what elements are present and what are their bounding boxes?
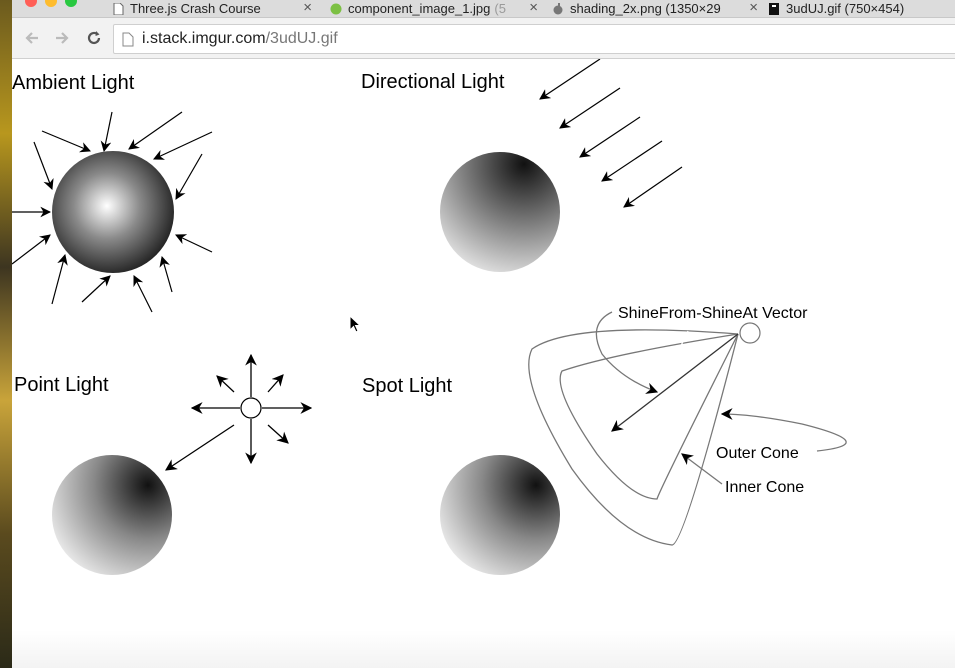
point-light-source [165, 353, 313, 471]
point-light-title: Point Light [14, 374, 109, 396]
inner-cone-label: Inner Cone [725, 479, 804, 496]
spot-cone [528, 311, 847, 546]
close-tab-icon[interactable]: × [749, 0, 758, 16]
tab-title-suffix: (5 [494, 1, 506, 16]
spot-light-source [739, 322, 761, 344]
maximize-window-button[interactable] [65, 0, 77, 7]
tab-title: shading_2x.png (1350×29 [570, 1, 721, 16]
gif-icon [769, 2, 779, 15]
tab-title: Three.js Crash Course [130, 1, 261, 16]
outer-cone-label: Outer Cone [716, 445, 799, 462]
point-sphere [52, 455, 172, 575]
close-window-button[interactable] [25, 0, 37, 7]
page-icon [122, 32, 134, 46]
tab-component-image[interactable]: component_image_1.jpg (5 × [330, 0, 540, 17]
url-host: i.stack.imgur.com [142, 30, 266, 47]
tab-bar: Three.js Crash Course × component_image_… [12, 0, 955, 18]
spot-light-title: Spot Light [362, 375, 453, 397]
back-button[interactable] [20, 26, 44, 50]
ambient-sphere [52, 151, 174, 273]
tab-title: component_image_1.jpg [348, 1, 491, 16]
spot-sphere [440, 455, 560, 575]
ambient-arrows [12, 111, 213, 313]
directional-arrows [539, 59, 683, 208]
desktop-background [0, 0, 12, 668]
close-tab-icon[interactable]: × [529, 0, 538, 16]
reload-button[interactable] [82, 26, 106, 50]
vector-label: ShineFrom-ShineAt Vector [618, 305, 808, 322]
back-arrow-icon [25, 32, 38, 44]
lighting-diagram-image: Ambient Light Directional Light [12, 59, 847, 575]
mouse-cursor-icon [349, 315, 361, 333]
tab-shading-image[interactable]: shading_2x.png (1350×29 × [552, 0, 760, 17]
image-viewer: Ambient Light Directional Light [12, 59, 955, 668]
reload-icon [87, 31, 101, 45]
forward-button[interactable] [50, 26, 74, 50]
image-file-icon [330, 3, 342, 14]
close-tab-icon[interactable]: × [303, 0, 312, 16]
tab-threejs-crash-course[interactable]: Three.js Crash Course × [112, 0, 312, 17]
page-bottom-shade [12, 630, 955, 668]
tab-title: 3udUJ.gif (750×454) [786, 1, 905, 16]
minimize-window-button[interactable] [45, 0, 57, 7]
apple-icon [553, 2, 563, 14]
tab-3udUJ-gif[interactable]: 3udUJ.gif (750×454) [768, 0, 955, 17]
address-bar[interactable]: i.stack.imgur.com/3udUJ.gif [113, 24, 955, 54]
ambient-light-title: Ambient Light [12, 72, 135, 94]
directional-sphere [440, 152, 560, 272]
browser-toolbar: i.stack.imgur.com/3udUJ.gif [12, 18, 955, 59]
url-path: /3udUJ.gif [265, 30, 338, 47]
document-icon [113, 2, 124, 15]
directional-light-title: Directional Light [361, 71, 505, 93]
forward-arrow-icon [56, 32, 69, 44]
